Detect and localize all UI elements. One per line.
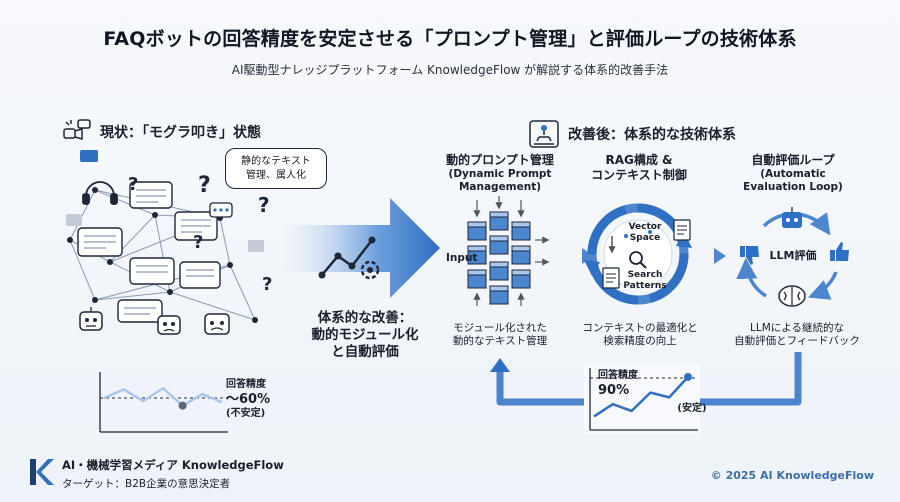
footer-org: AI・機械学習メディア KnowledgeFlow xyxy=(62,458,284,472)
vector-space-icon xyxy=(608,230,652,254)
chart-series-line xyxy=(103,386,223,407)
col1-caption-line: 動的なテキスト管理 xyxy=(452,335,548,348)
rag-cycle xyxy=(584,203,692,305)
search-patterns-label: Search Patterns xyxy=(618,270,672,293)
headset-icon xyxy=(82,181,118,205)
vector-space-label: Vector Space xyxy=(620,222,670,245)
page-title: FAQボットの回答精度を安定させる「プロンプト管理」と評価ループの技術体系 xyxy=(103,28,797,50)
thumbs-up-icon xyxy=(830,242,849,261)
current-state-heading: 現状：「モグラ叩き」状態 xyxy=(62,119,261,145)
improved-state-heading-text: 改善後：体系的な技術体系 xyxy=(568,127,736,143)
chat-bubble-icon xyxy=(80,150,98,162)
transition-arrow xyxy=(280,198,440,298)
col1-title-text: 動的プロンプト管理 xyxy=(446,153,554,167)
right-chart-label-title: 回答精度 xyxy=(598,370,638,381)
chart-point-marker xyxy=(684,372,692,381)
col3-caption-line: 自動評価とフィードバック xyxy=(734,335,860,348)
transition-label-line: 体系的な改善： xyxy=(317,310,413,326)
svg-text:?: ? xyxy=(193,232,203,253)
col3-title: 自動評価ループ (Automatic Evaluation Loop) xyxy=(728,153,858,194)
magnifier-icon xyxy=(629,251,647,269)
svg-text:?: ? xyxy=(258,193,270,217)
transition-label-line: 動的モジュール化 xyxy=(311,326,419,343)
improved-state-heading: 改善後：体系的な技術体系 xyxy=(528,119,736,149)
col2-title-text: コンテキスト制御 xyxy=(591,168,687,182)
callout-line: 管理、属人化 xyxy=(246,169,306,181)
col3-caption-line: LLMによる継続的な xyxy=(750,322,844,334)
vector-space-label-line: Vector xyxy=(628,222,662,232)
speech-bubbles xyxy=(77,181,221,323)
left-chart-label-title: 回答精度 xyxy=(226,379,266,390)
col1-caption-line: モジュール化された xyxy=(453,322,547,334)
robot-face-icon xyxy=(157,315,181,335)
question-mark-icons: ? ? ? ? ? xyxy=(128,173,272,295)
col1-input-label: Input xyxy=(446,252,478,264)
svg-text:?: ? xyxy=(262,274,272,295)
robot-icon xyxy=(782,207,802,228)
document-icon xyxy=(602,267,620,289)
col2-caption-line: コンテキストの最適化と xyxy=(582,322,698,334)
callout-line: 静的なテキスト xyxy=(241,156,311,167)
col1-subtitle: (Dynamic Prompt xyxy=(448,168,552,180)
footer-target: ターゲット：B2B企業の意思決定者 xyxy=(62,478,231,490)
right-chart-label-value: 90% xyxy=(598,382,630,398)
document-icon xyxy=(673,219,691,241)
robot-face-icon xyxy=(79,307,103,331)
col3-caption: LLMによる継続的な 自動評価とフィードバック xyxy=(722,322,872,348)
left-chart-label: 回答精度 〜60% (不安定) xyxy=(226,379,278,420)
search-patterns-label-line: Search xyxy=(627,270,663,280)
col2-caption: コンテキストの最適化と 検索精度の向上 xyxy=(572,322,708,348)
knowledgeflow-logo xyxy=(28,457,54,487)
llm-eval-label: LLM評価 xyxy=(769,249,817,262)
transition-label-line: と自動評価 xyxy=(331,343,399,360)
svg-text:?: ? xyxy=(198,173,211,198)
col3-subtitle: Evaluation Loop) xyxy=(743,181,843,194)
left-chart-label-value: 〜60% xyxy=(226,391,271,407)
chart-series-line xyxy=(593,376,689,418)
page-subtitle: AI駆動型ナレッジプラットフォーム KnowledgeFlow が解説する体系的… xyxy=(231,63,669,77)
col1-title: 動的プロンプト管理 (Dynamic Prompt Management) xyxy=(430,153,570,194)
col1-caption: モジュール化された 動的なテキスト管理 xyxy=(430,322,570,348)
col2-title: RAG構成 & コンテキスト制御 xyxy=(574,153,704,183)
speech-hand-icon xyxy=(62,119,92,145)
thumbs-down-icon xyxy=(740,246,759,265)
col2-caption-line: 検索精度の向上 xyxy=(603,335,677,348)
robot-face-icon xyxy=(204,313,230,335)
growth-gear-icon xyxy=(318,236,380,280)
search-patterns-label-line: Patterns xyxy=(623,281,667,292)
current-state-heading-text: 現状：「モグラ叩き」状態 xyxy=(100,125,261,141)
brain-icon xyxy=(778,285,806,307)
vector-space-label-line: Space xyxy=(629,233,661,244)
right-chart-status: (安定) xyxy=(677,403,707,414)
unstable-accuracy-chart xyxy=(99,372,228,433)
col2-title-text: RAG構成 & xyxy=(605,153,673,167)
prompt-module-grid xyxy=(467,211,531,305)
transition-label: 体系的な改善： 動的モジュール化 と自動評価 xyxy=(290,310,440,361)
right-chart-label: 回答精度 90% xyxy=(598,370,658,399)
col1-subtitle: Management) xyxy=(458,181,542,194)
robot-arm-icon xyxy=(528,119,560,149)
svg-text:?: ? xyxy=(128,174,138,195)
col3-title-text: 自動評価ループ xyxy=(751,153,835,167)
footer-copyright: © 2025 AI KnowledgeFlow xyxy=(710,469,874,482)
left-chart-label-status: (不安定) xyxy=(226,407,266,419)
chart-point-marker xyxy=(178,401,187,410)
static-text-callout: 静的なテキスト 管理、属人化 xyxy=(225,148,327,189)
stable-accuracy-chart xyxy=(584,364,700,434)
footer-brand: AI・機械学習メディア KnowledgeFlow ターゲット：B2B企業の意思… xyxy=(28,457,284,491)
col3-subtitle: (Automatic xyxy=(760,168,826,180)
